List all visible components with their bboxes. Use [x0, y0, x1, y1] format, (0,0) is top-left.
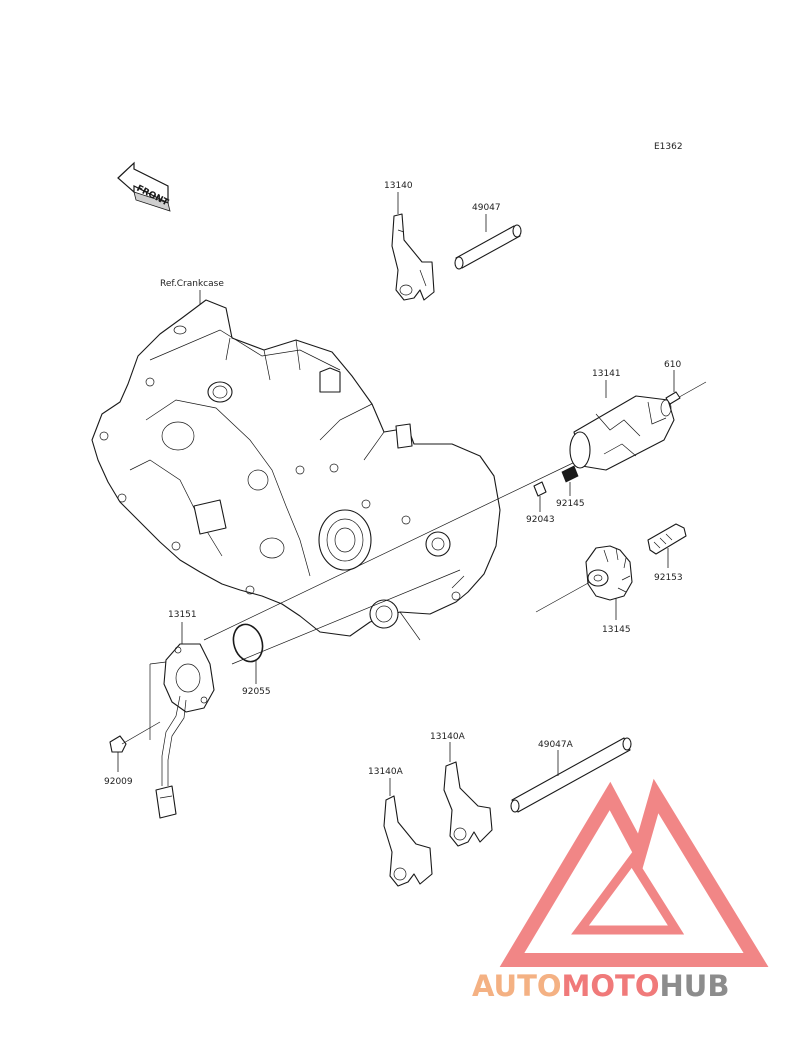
shift-fork-13140 — [391, 213, 435, 301]
diagram-code: E1362 — [654, 142, 683, 152]
shift-drum-13141 — [569, 395, 675, 471]
shift-fork-13140A-left — [383, 795, 433, 887]
shaft-49047 — [454, 224, 522, 270]
shaft-49047A — [510, 737, 632, 813]
label-92043: 92043 — [526, 515, 555, 525]
label-92153: 92153 — [654, 573, 683, 583]
gear-sensor-13151 — [155, 643, 215, 819]
label-49047A: 49047A — [538, 740, 574, 750]
o-ring-92055 — [232, 623, 264, 663]
watermark-auto: AUTO — [472, 969, 562, 1003]
watermark-moto: MOTO — [562, 969, 660, 1003]
label-13141: 13141 — [592, 369, 621, 379]
shift-fork-13140A-right — [443, 761, 493, 847]
shift-cam-13145 — [585, 545, 633, 601]
label-92055: 92055 — [242, 687, 271, 697]
ref-crankcase-label: Ref.Crankcase — [160, 279, 224, 289]
label-13140A-right: 13140A — [430, 732, 466, 742]
pin-610 — [665, 391, 681, 405]
crankcase — [91, 299, 501, 641]
pin-92043 — [533, 481, 547, 497]
label-13151: 13151 — [168, 610, 197, 620]
bolt-92153 — [647, 523, 687, 555]
screw-92009 — [109, 721, 161, 753]
watermark-logo — [499, 778, 769, 967]
label-13145: 13145 — [602, 625, 631, 635]
front-arrow-icon: FRONT — [117, 161, 171, 212]
label-92145: 92145 — [556, 499, 585, 509]
spring-92145 — [561, 465, 579, 483]
watermark-text: AUTOMOTOHUB — [472, 969, 729, 1003]
label-610: 610 — [664, 360, 681, 370]
watermark-hub: HUB — [660, 969, 730, 1003]
label-13140: 13140 — [384, 181, 413, 191]
label-13140A-left: 13140A — [368, 767, 404, 777]
label-49047: 49047 — [472, 203, 501, 213]
label-92009: 92009 — [104, 777, 133, 787]
